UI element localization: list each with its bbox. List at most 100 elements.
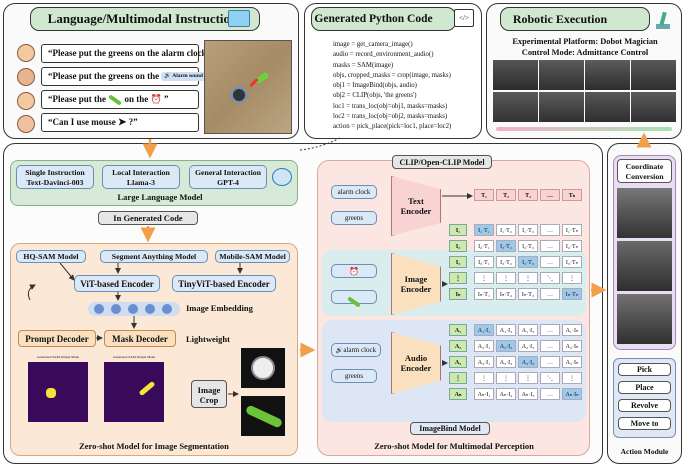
robot-photo [631, 60, 676, 90]
alarm-clock-icon [251, 356, 275, 380]
llm-model-gpt4: General Interaction GPT-4 [189, 165, 267, 189]
matrix-cell: ⋱ [540, 272, 560, 284]
robot-photo [539, 92, 584, 122]
matrix-cell: I₁·T₂ [496, 224, 516, 236]
code-line: image = get_camera_image() [333, 41, 413, 48]
hq-sam-model: HQ-SAM Model [16, 250, 86, 263]
text-embedding-cell: T₁ [474, 189, 494, 201]
prompt-decoder-label: Prompt Decoder [25, 334, 89, 344]
action-place: Place [618, 381, 671, 394]
multimodal-caption: Zero-shot Model for Multimodal Perceptio… [374, 441, 534, 451]
instruction-image-suffix: ” [163, 94, 169, 104]
language-panel-title-text: Language/Multimodal Instructions [47, 11, 243, 26]
alarm-clock-icon [231, 87, 247, 103]
robot-photo [493, 60, 538, 90]
matrix-cell: I₂·T₂ [496, 240, 516, 252]
text-encoder-label: Text Encoder [400, 196, 432, 216]
mobile-sam-model-label: Mobile-SAM Model [219, 252, 286, 261]
mask-decoder: Mask Decoder [104, 330, 176, 347]
action-module-label: Action Module [620, 447, 669, 456]
audio-input-alarm-clock: 🔊alarm clock [331, 343, 381, 357]
brain-icon [272, 168, 292, 186]
robot-photo [617, 294, 672, 344]
matrix-cell: Iₙ·T₁ [474, 288, 494, 300]
robot-photo-grid [493, 60, 677, 124]
tinyvit-encoder: TinyViT-based Encoder [172, 275, 276, 292]
instruction-mouse-prefix: “Can I use mouse [48, 117, 116, 127]
llm-label: Large Language Model [117, 192, 203, 202]
action-revolve: Revolve [618, 399, 671, 412]
mask-decoder-label: Mask Decoder [112, 334, 168, 344]
matrix-cell: … [540, 256, 560, 268]
instruction-mouse: “Can I use mouse ➤ ?” [41, 113, 199, 132]
matrix-cell: Iₙ·T₂ [496, 288, 516, 300]
mask-blob [46, 388, 56, 398]
embedding-dot [94, 304, 104, 314]
matrix-cell: I₂·T₁ [474, 240, 494, 252]
matrix-row-label: A₃ [449, 356, 467, 368]
code-line: objs, cropped_masks = crop(image, masks) [333, 71, 451, 79]
matrix-cell: ⋮ [518, 372, 538, 384]
text-input-alarm-clock-label: alarm clock [337, 188, 371, 196]
robot-photo [631, 92, 676, 122]
matrix-cell: I₃·T₃ [518, 256, 538, 268]
matrix-cell: A₃·Iₙ [562, 356, 582, 368]
segmentation-caption: Zero-shot Model for Image Segmentation [79, 441, 229, 451]
action-move-to-label: Move to [630, 419, 659, 428]
matrix-cell: I₃·Tₙ [562, 256, 582, 268]
matrix-cell: A₃·I₁ [474, 356, 494, 368]
matrix-cell: I₂·Tₙ [562, 240, 582, 252]
sam-model-label: Segment Anything Model [111, 252, 197, 261]
matrix-cell: … [540, 356, 560, 368]
user-avatar-1 [17, 44, 35, 62]
user-avatar-2 [17, 68, 35, 86]
llm-model-gpt4-version: GPT-4 [217, 178, 239, 187]
instruction-audio-prefix: “Please put the greens on the [48, 71, 160, 81]
audio-encoder-label: Audio Encoder [400, 353, 432, 373]
audio-chip-label: Alarm sound [172, 73, 203, 80]
matrix-cell: Aₙ·Iₙ [562, 388, 582, 400]
lightweight-label: Lightweight [186, 334, 230, 344]
llm-model-davinci-version: Text-Davinci-003 [26, 178, 84, 187]
code-listing: image = get_camera_image() audio = recor… [333, 40, 479, 136]
audio-input-greens: greens [331, 369, 377, 383]
mobile-sam-model: Mobile-SAM Model [215, 250, 290, 263]
progress-gradient-bar [496, 127, 672, 131]
vit-encoder: ViT-based Encoder [74, 275, 160, 292]
matrix-cell: A₂·I₂ [496, 340, 516, 352]
hq-sam-model-label: HQ-SAM Model [23, 252, 79, 261]
instruction-mouse-suffix: ?” [128, 117, 138, 127]
matrix-cell: ⋮ [496, 272, 516, 284]
in-generated-code-label: In Generated Code [98, 211, 198, 225]
code-line: obj1 = ImageBind(objs, audio) [333, 82, 417, 90]
matrix-row-label: Iₙ [449, 288, 467, 300]
robot-control-label: Control Mode: Admittance Control [521, 48, 649, 57]
matrix-cell: Iₙ·Tₙ [562, 288, 582, 300]
matrix-cell: A₁·I₁ [474, 324, 494, 336]
embedding-dot [111, 304, 121, 314]
matrix-cell: I₃·T₂ [496, 256, 516, 268]
robot-photo [585, 60, 630, 90]
matrix-row-label: I₂ [449, 240, 467, 252]
language-panel-title: Language/Multimodal Instructions [30, 7, 260, 31]
action-pick: Pick [618, 363, 671, 376]
alarm-clock-icon: ⏰ [349, 267, 359, 276]
clip-model-title: CLIP/Open-CLIP Model [392, 155, 492, 169]
mask-plot-title: Generated SAM Output Mask [112, 355, 156, 359]
robot-photo [493, 92, 538, 122]
matrix-cell: I₁·T₁ [474, 224, 494, 236]
matrix-row-label: ⋮ [449, 272, 467, 284]
code-line: obj2 = CLIP(objs, 'the greens') [333, 92, 417, 100]
code-line: loc1 = trans_loc(obj=obj1, masks=masks) [333, 102, 448, 110]
code-line: masks = SAM(image) [333, 61, 394, 69]
matrix-cell: ⋮ [562, 272, 582, 284]
robot-photo [617, 188, 672, 238]
code-icon: </> [454, 9, 474, 27]
coordinate-conversion-label: Coordinate Conversion [617, 159, 672, 183]
imagebind-label-text: ImageBind Model [419, 424, 481, 433]
embedding-dot [145, 304, 155, 314]
